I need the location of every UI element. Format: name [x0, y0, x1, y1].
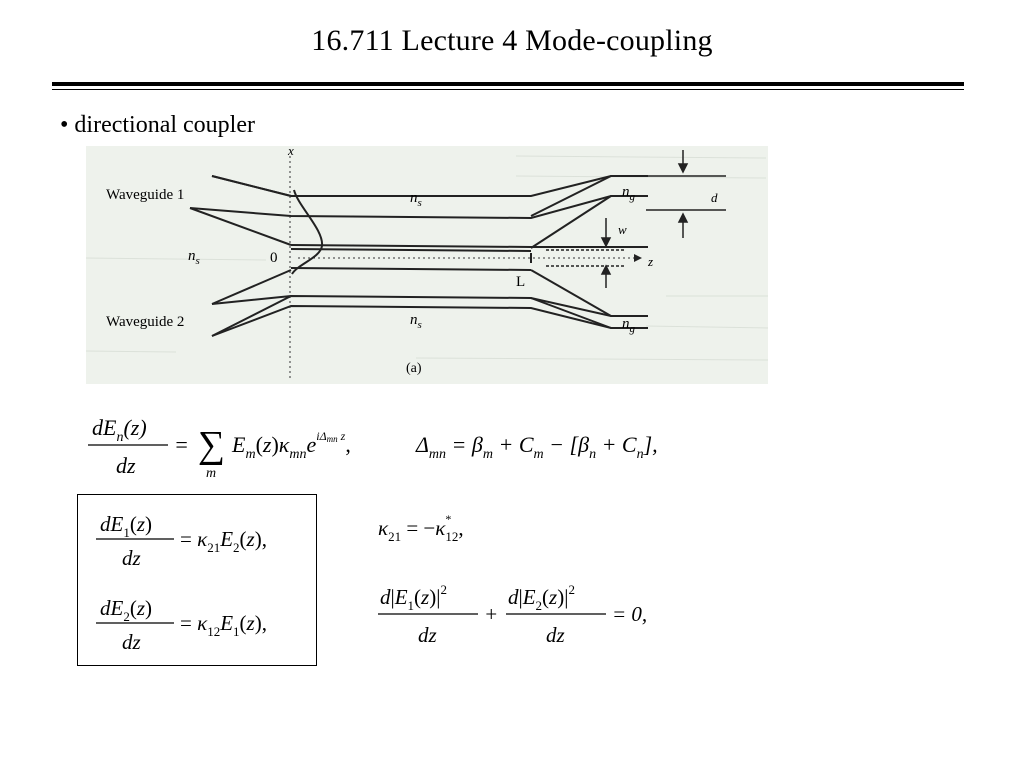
svg-text:dEn(z): dEn(z) [92, 415, 147, 445]
width-label: d [711, 190, 718, 205]
svg-text:ng: ng [622, 316, 636, 335]
figure-caption: (a) [406, 361, 422, 376]
svg-text:= κ21E2(z),: = κ21E2(z), [180, 527, 267, 555]
coupled-equations-box: dE1(z) dz = κ21E2(z), dE2(z) dz = κ12E1(… [77, 494, 317, 666]
svg-text:dz: dz [122, 546, 141, 570]
svg-text:dz: dz [116, 453, 136, 478]
x-axis-label: x [287, 146, 294, 158]
svg-text:Em(z)κmneiΔmn z,: Em(z)κmneiΔmn z, [231, 429, 351, 462]
waveguide-2-label: Waveguide 2 [106, 314, 184, 330]
svg-text:d|E2(z)|2: d|E2(z)|2 [508, 582, 575, 613]
bullet-directional-coupler: • directional coupler [60, 112, 255, 138]
svg-text:dE2(z): dE2(z) [100, 596, 152, 624]
kappa-relation-equation: κ21 = −κ*12, [378, 512, 464, 544]
svg-text:d|E1(z)|2: d|E1(z)|2 [380, 582, 447, 613]
svg-text:κ21 = −κ*12,: κ21 = −κ*12, [378, 512, 464, 544]
coupler-diagram: Waveguide 1 Waveguide 2 ns ns ns ng ng x… [86, 146, 768, 378]
width-arrow [646, 150, 726, 238]
directional-coupler-figure: Waveguide 1 Waveguide 2 ns ns ns ng ng x… [86, 146, 768, 384]
length-label: L [516, 274, 525, 290]
origin-label: 0 [270, 250, 278, 266]
svg-text:dE1(z): dE1(z) [100, 512, 152, 540]
slide-title: 16.711 Lecture 4 Mode-coupling [311, 24, 713, 57]
svg-text:dz: dz [122, 630, 141, 654]
waveguide-1-label: Waveguide 1 [106, 187, 184, 203]
gap-arrow [546, 218, 626, 288]
svg-text:ns: ns [410, 312, 422, 331]
general-coupled-mode-equation: dEn(z) dz = ∑ m Em(z)κmneiΔmn z, Δmn = β… [88, 415, 658, 481]
svg-text:=: = [174, 432, 189, 457]
power-conservation-equation: d|E1(z)|2 dz + d|E2(z)|2 dz = 0, [378, 582, 647, 647]
title-divider-thick [52, 82, 964, 86]
svg-text:= κ12E1(z),: = κ12E1(z), [180, 611, 267, 639]
mode-profile-curve [291, 189, 324, 275]
svg-text:ng: ng [622, 184, 636, 203]
svg-text:ns: ns [188, 248, 200, 267]
svg-text:dz: dz [546, 623, 565, 647]
title-divider-thin [52, 89, 964, 90]
svg-text:= 0,: = 0, [612, 602, 647, 626]
z-axis-label: z [647, 254, 653, 269]
svg-text:∑: ∑ [198, 424, 225, 466]
svg-text:m: m [206, 466, 216, 481]
gap-label: w [618, 222, 627, 237]
svg-text:+: + [484, 602, 498, 626]
svg-text:Δmn = βm + Cm − [βn + Cn],: Δmn = βm + Cm − [βn + Cn], [415, 432, 658, 462]
svg-text:dz: dz [418, 623, 437, 647]
svg-text:ns: ns [410, 190, 422, 209]
